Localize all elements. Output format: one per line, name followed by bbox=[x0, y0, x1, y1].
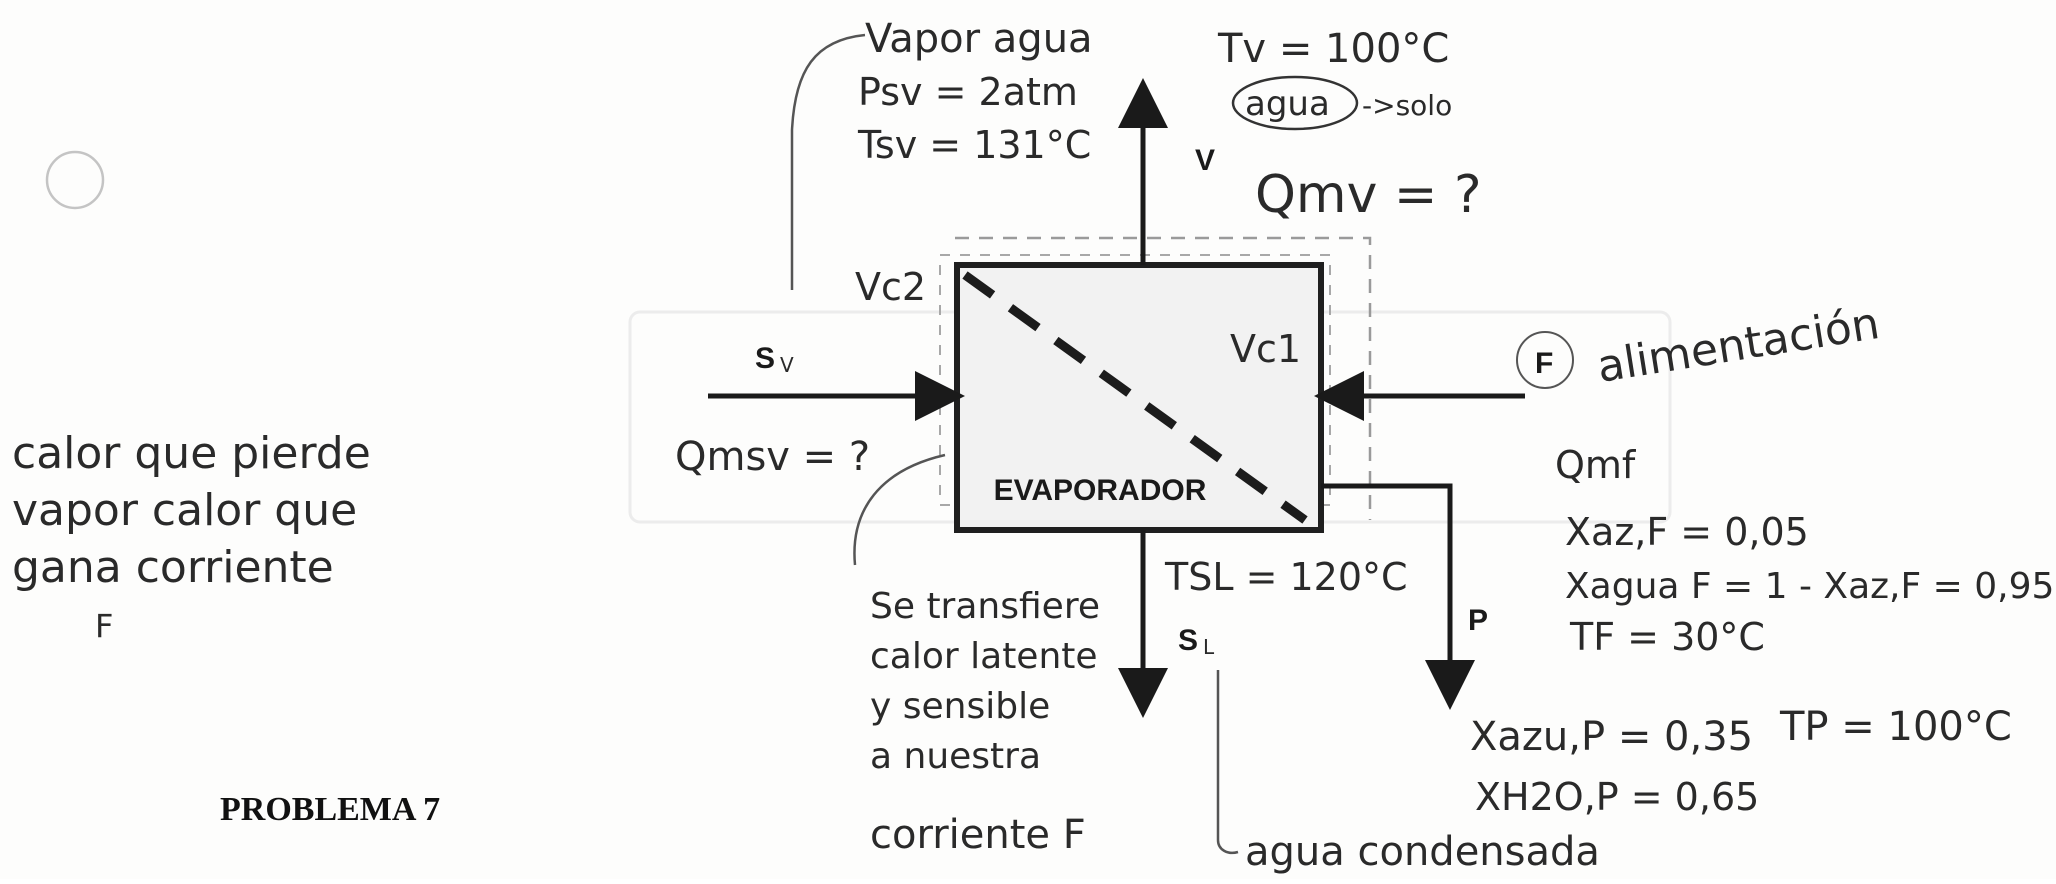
leader-vapor-to-steam bbox=[790, 33, 866, 290]
note-solo: ->solo bbox=[1362, 89, 1452, 122]
note-agua-condensada: agua condensada bbox=[1245, 829, 1600, 875]
note-transfiere-line-4: a nuestra bbox=[870, 736, 1041, 777]
note-vapor-agua: Vapor agua bbox=[865, 16, 1093, 62]
feed-circle-mark bbox=[1516, 331, 1574, 389]
note-transfiere-line-5: corriente F bbox=[870, 812, 1086, 858]
note-xaz-p: Xazu,P = 0,35 bbox=[1470, 714, 1753, 760]
note-calor-line-2: vapor calor que bbox=[12, 485, 357, 536]
stream-label-v: V bbox=[1195, 144, 1215, 177]
note-calor-line-3: gana corriente bbox=[12, 542, 334, 593]
arrow-product-out bbox=[1321, 483, 1475, 710]
stream-label-s-in: S bbox=[755, 342, 775, 375]
stream-label-f: F bbox=[1535, 347, 1553, 380]
agua-circle-mark bbox=[1231, 75, 1359, 131]
note-calor-line-4: F bbox=[95, 607, 113, 645]
note-tsv: Tsv = 131°C bbox=[857, 123, 1091, 167]
evaporator-label: EVAPORADOR bbox=[994, 474, 1207, 507]
note-xaz-f: Xaz,F = 0,05 bbox=[1565, 510, 1809, 554]
note-qmv: Qmv = ? bbox=[1255, 165, 1482, 225]
note-calor-line-1: calor que pierde bbox=[12, 428, 371, 479]
note-transfiere-line-3: y sensible bbox=[870, 686, 1050, 727]
dashed-control-volume-inner bbox=[939, 254, 1331, 506]
stream-sub-s-in: V bbox=[780, 353, 794, 377]
note-qmsv: Qmsv = ? bbox=[675, 434, 870, 480]
stream-sub-s-out: L bbox=[1203, 635, 1215, 659]
leader-agua-condensada bbox=[1216, 670, 1239, 855]
note-tv: Tv = 100°C bbox=[1217, 26, 1449, 72]
note-qmf: Qmf bbox=[1555, 443, 1637, 487]
note-vc1: Vc1 bbox=[1230, 327, 1301, 371]
note-transfiere-line-1: Se transfiere bbox=[870, 586, 1100, 627]
stream-label-s-out: S bbox=[1178, 624, 1198, 657]
note-tsl: TSL = 120°C bbox=[1164, 555, 1408, 599]
dashed-control-volume-outer bbox=[955, 236, 1372, 520]
note-psv: Psv = 2atm bbox=[858, 70, 1078, 114]
leader-transfiere bbox=[853, 453, 946, 566]
note-tp: TP = 100°C bbox=[1779, 704, 2012, 750]
note-xagua-f: Xagua F = 1 - Xaz,F = 0,95 bbox=[1565, 566, 2054, 607]
note-vc2: Vc2 bbox=[855, 265, 926, 309]
note-tf: TF = 30°C bbox=[1569, 615, 1765, 659]
note-xh2o-p: XH2O,P = 0,65 bbox=[1475, 775, 1759, 819]
stream-label-p: P bbox=[1468, 604, 1488, 637]
note-agua: agua bbox=[1245, 84, 1330, 124]
note-transfiere-line-2: calor latente bbox=[870, 636, 1098, 677]
evaporator-dashed-diagonal bbox=[962, 271, 1308, 524]
problem-title: PROBLEMA 7 bbox=[220, 791, 440, 828]
faint-circle-mark bbox=[45, 150, 105, 210]
